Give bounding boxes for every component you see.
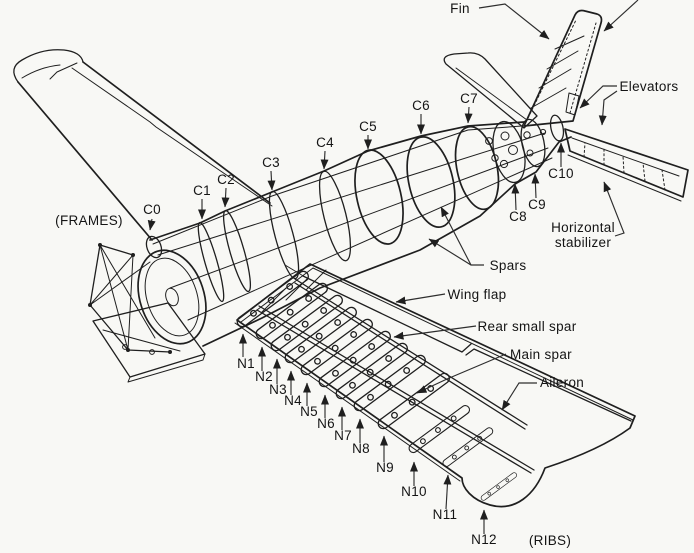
rib-label-n8: N8: [352, 441, 370, 456]
rib-label-n7: N7: [334, 428, 352, 443]
aileron-label: Aileron: [540, 375, 584, 390]
rib-label-n10: N10: [401, 484, 427, 499]
frame-label-c2: C2: [217, 172, 235, 187]
spars-label: Spars: [490, 258, 527, 273]
horizontal-stabilizer-leader: [603, 181, 625, 237]
main-spar-label: Main spar: [510, 347, 572, 362]
frame-c8-arrow: [511, 183, 520, 211]
rib-label-n11: N11: [433, 507, 458, 522]
wing-flap-label: Wing flap: [448, 287, 507, 302]
right-horizontal-stabilizer: [564, 128, 689, 202]
fin-leader: [478, 3, 550, 40]
horizontal-stabilizer-label-line1: Horizontal: [551, 220, 615, 235]
rib-label-n12: N12: [471, 532, 497, 547]
frame-label-c4: C4: [316, 135, 334, 150]
wing-flap-leader: [395, 293, 446, 305]
elevators-leader-stabilizer: [598, 90, 618, 126]
frame-c3-arrow: [267, 170, 276, 191]
elevators-label: Elevators: [620, 79, 679, 94]
elevators-leader-rudder: [579, 85, 617, 109]
frame-label-c7: C7: [460, 91, 478, 106]
fuselage-framework: [149, 114, 572, 347]
left-horizontal-stabilizer: [443, 52, 538, 129]
frame-c4-arrow: [320, 150, 329, 170]
frame-label-c8: C8: [509, 209, 527, 224]
spars-leader-upper: [440, 206, 472, 266]
frame-c2-arrow: [221, 187, 230, 208]
frames-caption: (FRAMES): [55, 213, 123, 228]
rib-label-n2: N2: [255, 369, 273, 384]
frame-c7-arrow: [464, 106, 473, 124]
frame-label-c10: C10: [548, 166, 574, 181]
frame-c0-arrow: [147, 218, 156, 231]
rib-label-n1: N1: [237, 356, 255, 371]
rib-label-n9: N9: [376, 460, 394, 475]
spars-leader-lower: [428, 238, 484, 266]
left-wing: [13, 49, 273, 241]
rib-label-n3: N3: [269, 382, 287, 397]
top-right-leader: [603, 0, 639, 32]
aileron-leader: [501, 382, 537, 411]
rear-small-spar-label: Rear small spar: [477, 319, 576, 334]
rib-n11-arrow: [443, 474, 452, 510]
main-spar-leader: [416, 353, 507, 394]
rib-label-n5: N5: [300, 404, 318, 419]
rib-label-n4: N4: [284, 393, 302, 408]
right-wing: [234, 263, 636, 508]
labels: Fin Elevators Horizontal stabilizer Spar…: [55, 1, 678, 548]
tail-fin: [523, 9, 603, 127]
frame-label-c6: C6: [412, 98, 430, 113]
frame-c9-arrow: [531, 173, 540, 199]
horizontal-stabilizer-label-line2: stabilizer: [555, 235, 611, 250]
frame-label-c3: C3: [262, 155, 280, 170]
frame-label-c5: C5: [359, 119, 377, 134]
rear-small-spar-leader: [393, 325, 477, 340]
fin-label: Fin: [450, 1, 470, 16]
ribs-caption: (RIBS): [529, 533, 571, 548]
rib-label-n6: N6: [317, 416, 335, 431]
frame-label-c0: C0: [143, 202, 161, 217]
nose-structure: [88, 235, 207, 383]
frame-label-c9: C9: [528, 197, 546, 212]
frame-label-c1: C1: [193, 183, 211, 198]
